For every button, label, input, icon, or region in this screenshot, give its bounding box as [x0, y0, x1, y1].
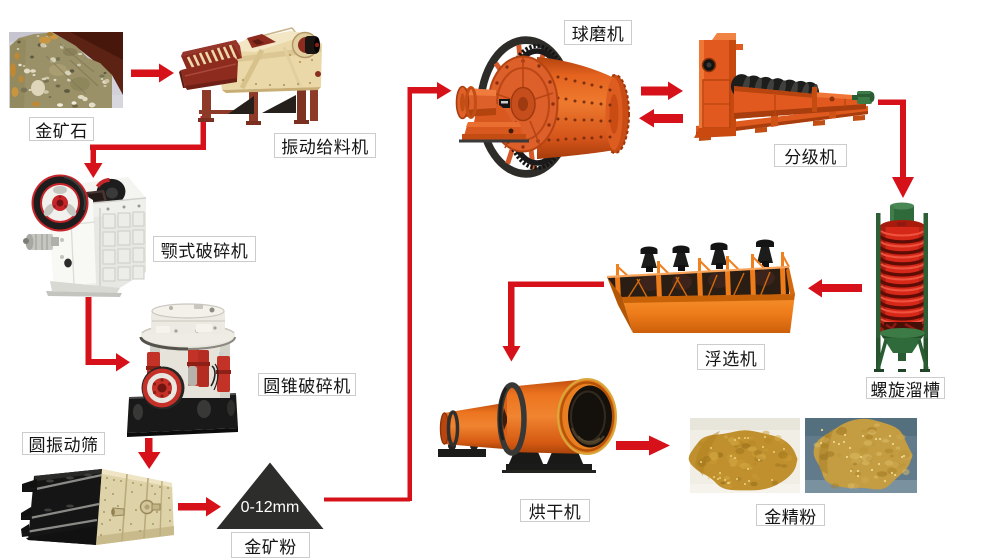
svg-text:0-12mm: 0-12mm [241, 499, 300, 516]
